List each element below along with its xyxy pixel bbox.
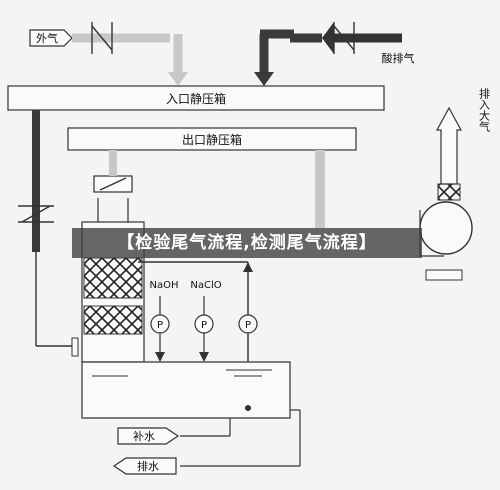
tower-outlet-damper <box>93 175 133 193</box>
pump-circulation <box>238 314 258 334</box>
stack-arrow <box>435 106 463 185</box>
naclo-arrow <box>199 352 209 362</box>
inlet-box-label: 入口静压箱 <box>166 91 226 106</box>
pump-circulation-label: P <box>245 320 251 331</box>
naoh-label: NaOH <box>150 280 179 291</box>
fan-motor <box>425 269 463 281</box>
outlet-box-label: 出口静压箱 <box>182 132 242 147</box>
inlet-static-pressure-box <box>7 85 385 111</box>
drain-label: 排水 <box>137 459 159 473</box>
caption-banner: 【检验尾气流程,检测尾气流程】 <box>72 228 422 258</box>
pump-naclo-label: P <box>201 320 207 331</box>
pump-naclo <box>194 314 214 334</box>
outlet-static-pressure-box <box>67 127 357 151</box>
acid-exhaust-down-arrow <box>254 72 274 86</box>
naclo-label: NaClO <box>190 280 221 291</box>
packing-layer-upper <box>83 257 143 299</box>
tower-inlet-flange <box>71 337 79 357</box>
make-up-water-label: 补水 <box>133 430 155 443</box>
make-up-water-label-arrow <box>117 427 180 445</box>
circulation-suction <box>245 405 251 411</box>
stack-damper <box>437 183 461 201</box>
naoh-arrow <box>155 352 165 362</box>
pump-naoh-label: P <box>157 320 163 331</box>
outside-air-label-arrow <box>29 29 73 47</box>
pump-naoh <box>150 314 170 334</box>
acid-exhaust-damper <box>333 22 355 54</box>
acid-exhaust-flow-arrow <box>322 22 334 54</box>
bypass-damper <box>18 205 54 223</box>
acid-exhaust-label: 酸排气 <box>382 51 415 65</box>
exhaust-fan <box>419 201 473 255</box>
circulation-riser-arrow <box>243 262 253 272</box>
drain-label-arrow <box>112 457 177 475</box>
outside-air-flow-arrow <box>168 72 188 86</box>
outside-air-damper <box>91 22 113 54</box>
outside-air-label: 外气 <box>36 31 58 45</box>
stack-exhaust-label: 排入大气 <box>478 87 491 132</box>
packing-layer-lower <box>83 305 143 335</box>
